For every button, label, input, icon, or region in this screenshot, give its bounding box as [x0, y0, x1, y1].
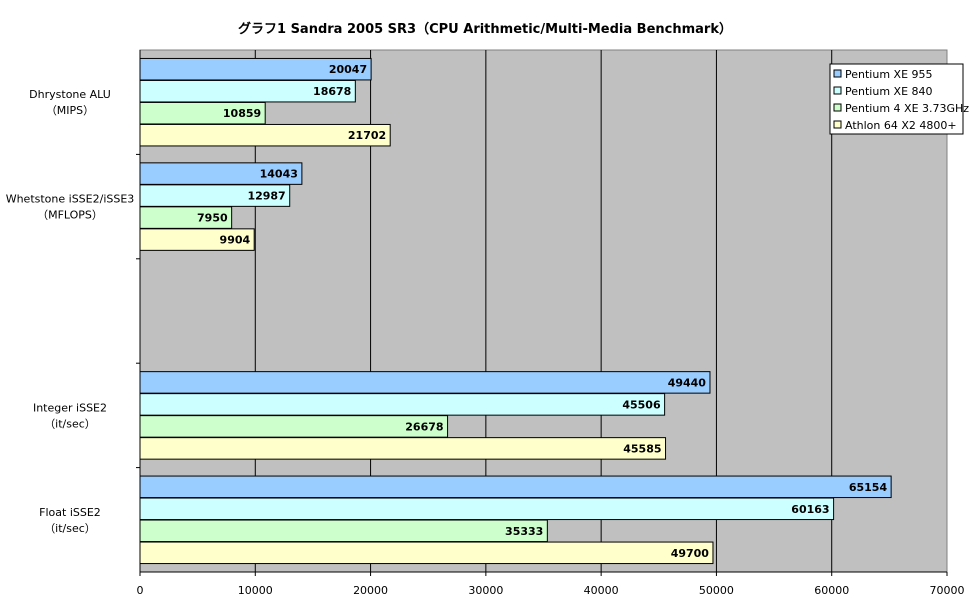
bar — [139, 475, 892, 499]
data-label: 45585 — [623, 442, 661, 455]
plot-area: 0 10000 20000 30000 40000 50000 60000 70000 Dhry… — [6, 49, 965, 597]
legend-label: Pentium XE 840 — [845, 85, 933, 98]
bar — [139, 371, 711, 394]
x-tick-label: 60000 — [814, 584, 849, 597]
data-label: 12987 — [247, 190, 285, 203]
category-label: Dhrystone ALU — [29, 88, 111, 101]
category-label: Integer iSSE2 — [33, 401, 107, 414]
category-unit-label: （it/sec） — [44, 417, 96, 430]
category-label: Whetstone iSSE2/iSSE3 — [6, 193, 135, 206]
bar — [139, 437, 667, 460]
legend-label: Pentium XE 955 — [845, 68, 933, 81]
x-tick-label: 40000 — [584, 584, 619, 597]
data-label: 65154 — [849, 481, 888, 494]
data-label: 60163 — [791, 503, 829, 516]
data-label: 7950 — [197, 212, 228, 225]
bar — [139, 497, 835, 521]
x-tick-label: 50000 — [699, 584, 734, 597]
bar — [139, 228, 255, 251]
data-label: 49440 — [668, 376, 707, 389]
legend-label: Pentium 4 XE 3.73GHz — [845, 102, 969, 115]
category-unit-label: （MFLOPS） — [37, 209, 103, 222]
x-tick-label: 70000 — [930, 584, 965, 597]
data-label: 49700 — [671, 547, 710, 560]
legend-swatch — [833, 103, 842, 112]
bar — [139, 393, 666, 416]
bar — [139, 541, 714, 565]
bar — [139, 123, 391, 147]
x-tick-label: 10000 — [238, 584, 273, 597]
x-tick-label: 20000 — [353, 584, 388, 597]
data-label: 20047 — [329, 63, 367, 76]
category-label: Float iSSE2 — [39, 506, 101, 519]
legend-swatch — [833, 86, 842, 95]
data-label: 45506 — [622, 398, 661, 411]
legend-box — [829, 63, 964, 135]
data-label: 26678 — [405, 420, 443, 433]
data-label: 10859 — [223, 107, 261, 120]
bar — [139, 415, 449, 438]
x-tick-label: 0 — [137, 584, 144, 597]
data-label: 21702 — [348, 129, 386, 142]
data-label: 18678 — [313, 85, 351, 98]
legend-label: Athlon 64 X2 4800+ — [845, 119, 957, 132]
data-label: 14043 — [260, 168, 298, 181]
x-tick-label: 30000 — [468, 584, 503, 597]
data-label: 9904 — [220, 234, 251, 247]
category-unit-label: （MIPS） — [46, 104, 94, 117]
data-label: 35333 — [505, 525, 543, 538]
legend-swatch — [833, 120, 842, 129]
category-unit-label: （it/sec） — [44, 522, 96, 535]
chart-title: グラフ1 Sandra 2005 SR3（CPU Arithmetic/Mult… — [238, 21, 732, 37]
legend-swatch — [833, 69, 842, 78]
bar — [139, 519, 548, 543]
